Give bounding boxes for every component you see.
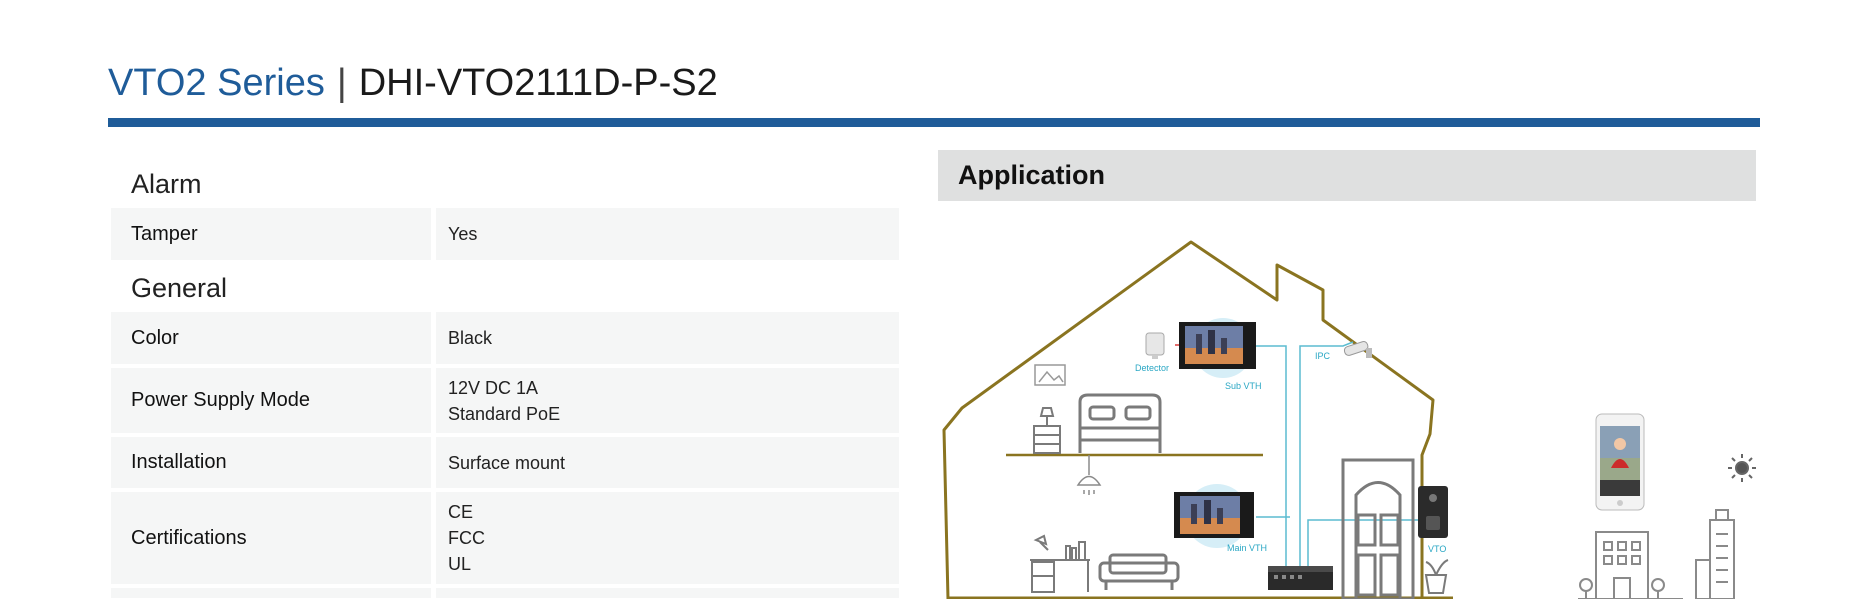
spec-key: Tamper [111, 208, 431, 260]
building-icon [1578, 531, 1683, 599]
table-row: Installation Surface mount [111, 437, 899, 488]
sub-vth-monitor-icon [1179, 322, 1256, 369]
application-diagram: Detector Sub VTH IPC Main VTH [942, 240, 1756, 599]
ceiling-lamp-icon [1076, 455, 1102, 495]
door-icon [1341, 458, 1415, 599]
sofa-icon [1098, 553, 1180, 590]
title-separator: | [336, 62, 347, 104]
spec-value-line: Standard PoE [448, 403, 561, 424]
main-vth-monitor-icon [1174, 492, 1254, 538]
application-title: Application [958, 160, 1105, 190]
ipc-label: IPC [1315, 351, 1331, 361]
vto-doorstation-icon [1418, 486, 1448, 538]
main-vth-label: Main VTH [1227, 543, 1267, 553]
spec-table: Alarm Tamper Yes General Color Black Pow… [111, 160, 899, 599]
poe-switch-icon [1268, 566, 1333, 590]
section-title-general: General [131, 272, 228, 303]
spec-key: Certifications [111, 492, 431, 584]
spec-value-line: CE [448, 502, 474, 522]
spec-key-partial [111, 588, 431, 598]
spec-key: Installation [111, 437, 431, 488]
table-row: Certifications CE FCC UL [111, 492, 899, 584]
nightstand-icon [1033, 407, 1061, 454]
section-title-alarm: Alarm [131, 168, 202, 199]
spec-key: Color [111, 312, 431, 364]
table-row: Power Supply Mode 12V DC 1A Standard PoE [111, 368, 899, 433]
spec-value: CE FCC UL [436, 492, 899, 584]
vto-label: VTO [1428, 544, 1446, 554]
application-header: Application [938, 150, 1756, 201]
ipc-camera-icon [1343, 341, 1372, 358]
spec-value-line: UL [448, 554, 472, 574]
page-header: VTO2 Series | DHI-VTO2111D-P-S2 [108, 62, 718, 112]
spec-value-partial [436, 588, 899, 598]
table-row: Color Black [111, 312, 899, 364]
spec-value: Yes [436, 208, 899, 260]
detector-label: Detector [1135, 363, 1169, 373]
plant-pot-icon [1424, 559, 1449, 594]
series-title: VTO2 Series [108, 62, 325, 104]
header-rule [108, 118, 1760, 127]
house-outline [942, 240, 1435, 599]
table-row-partial [111, 588, 899, 598]
picture-frame-icon [1034, 364, 1066, 386]
smartphone-icon [1595, 413, 1645, 511]
spec-key: Power Supply Mode [111, 368, 431, 433]
bed-icon [1078, 393, 1162, 453]
spec-value: Surface mount [436, 437, 899, 488]
spec-value: 12V DC 1A Standard PoE [436, 368, 899, 433]
sun-icon [1728, 454, 1756, 482]
network-lines [1254, 341, 1436, 575]
spec-value-line: Black [448, 328, 493, 348]
spec-value: Black [436, 312, 899, 364]
spec-value-line: Yes [448, 224, 478, 244]
spec-value-line: FCC [448, 528, 485, 548]
sub-vth-label: Sub VTH [1225, 381, 1262, 391]
model-title: DHI-VTO2111D-P-S2 [358, 62, 718, 104]
detector-icon [1145, 332, 1165, 359]
spec-value-line: 12V DC 1A [448, 377, 539, 398]
table-row: Tamper Yes [111, 208, 899, 260]
spec-value-line: Surface mount [448, 452, 566, 473]
desk-icon [1030, 534, 1090, 593]
tower-icon [1695, 509, 1735, 599]
